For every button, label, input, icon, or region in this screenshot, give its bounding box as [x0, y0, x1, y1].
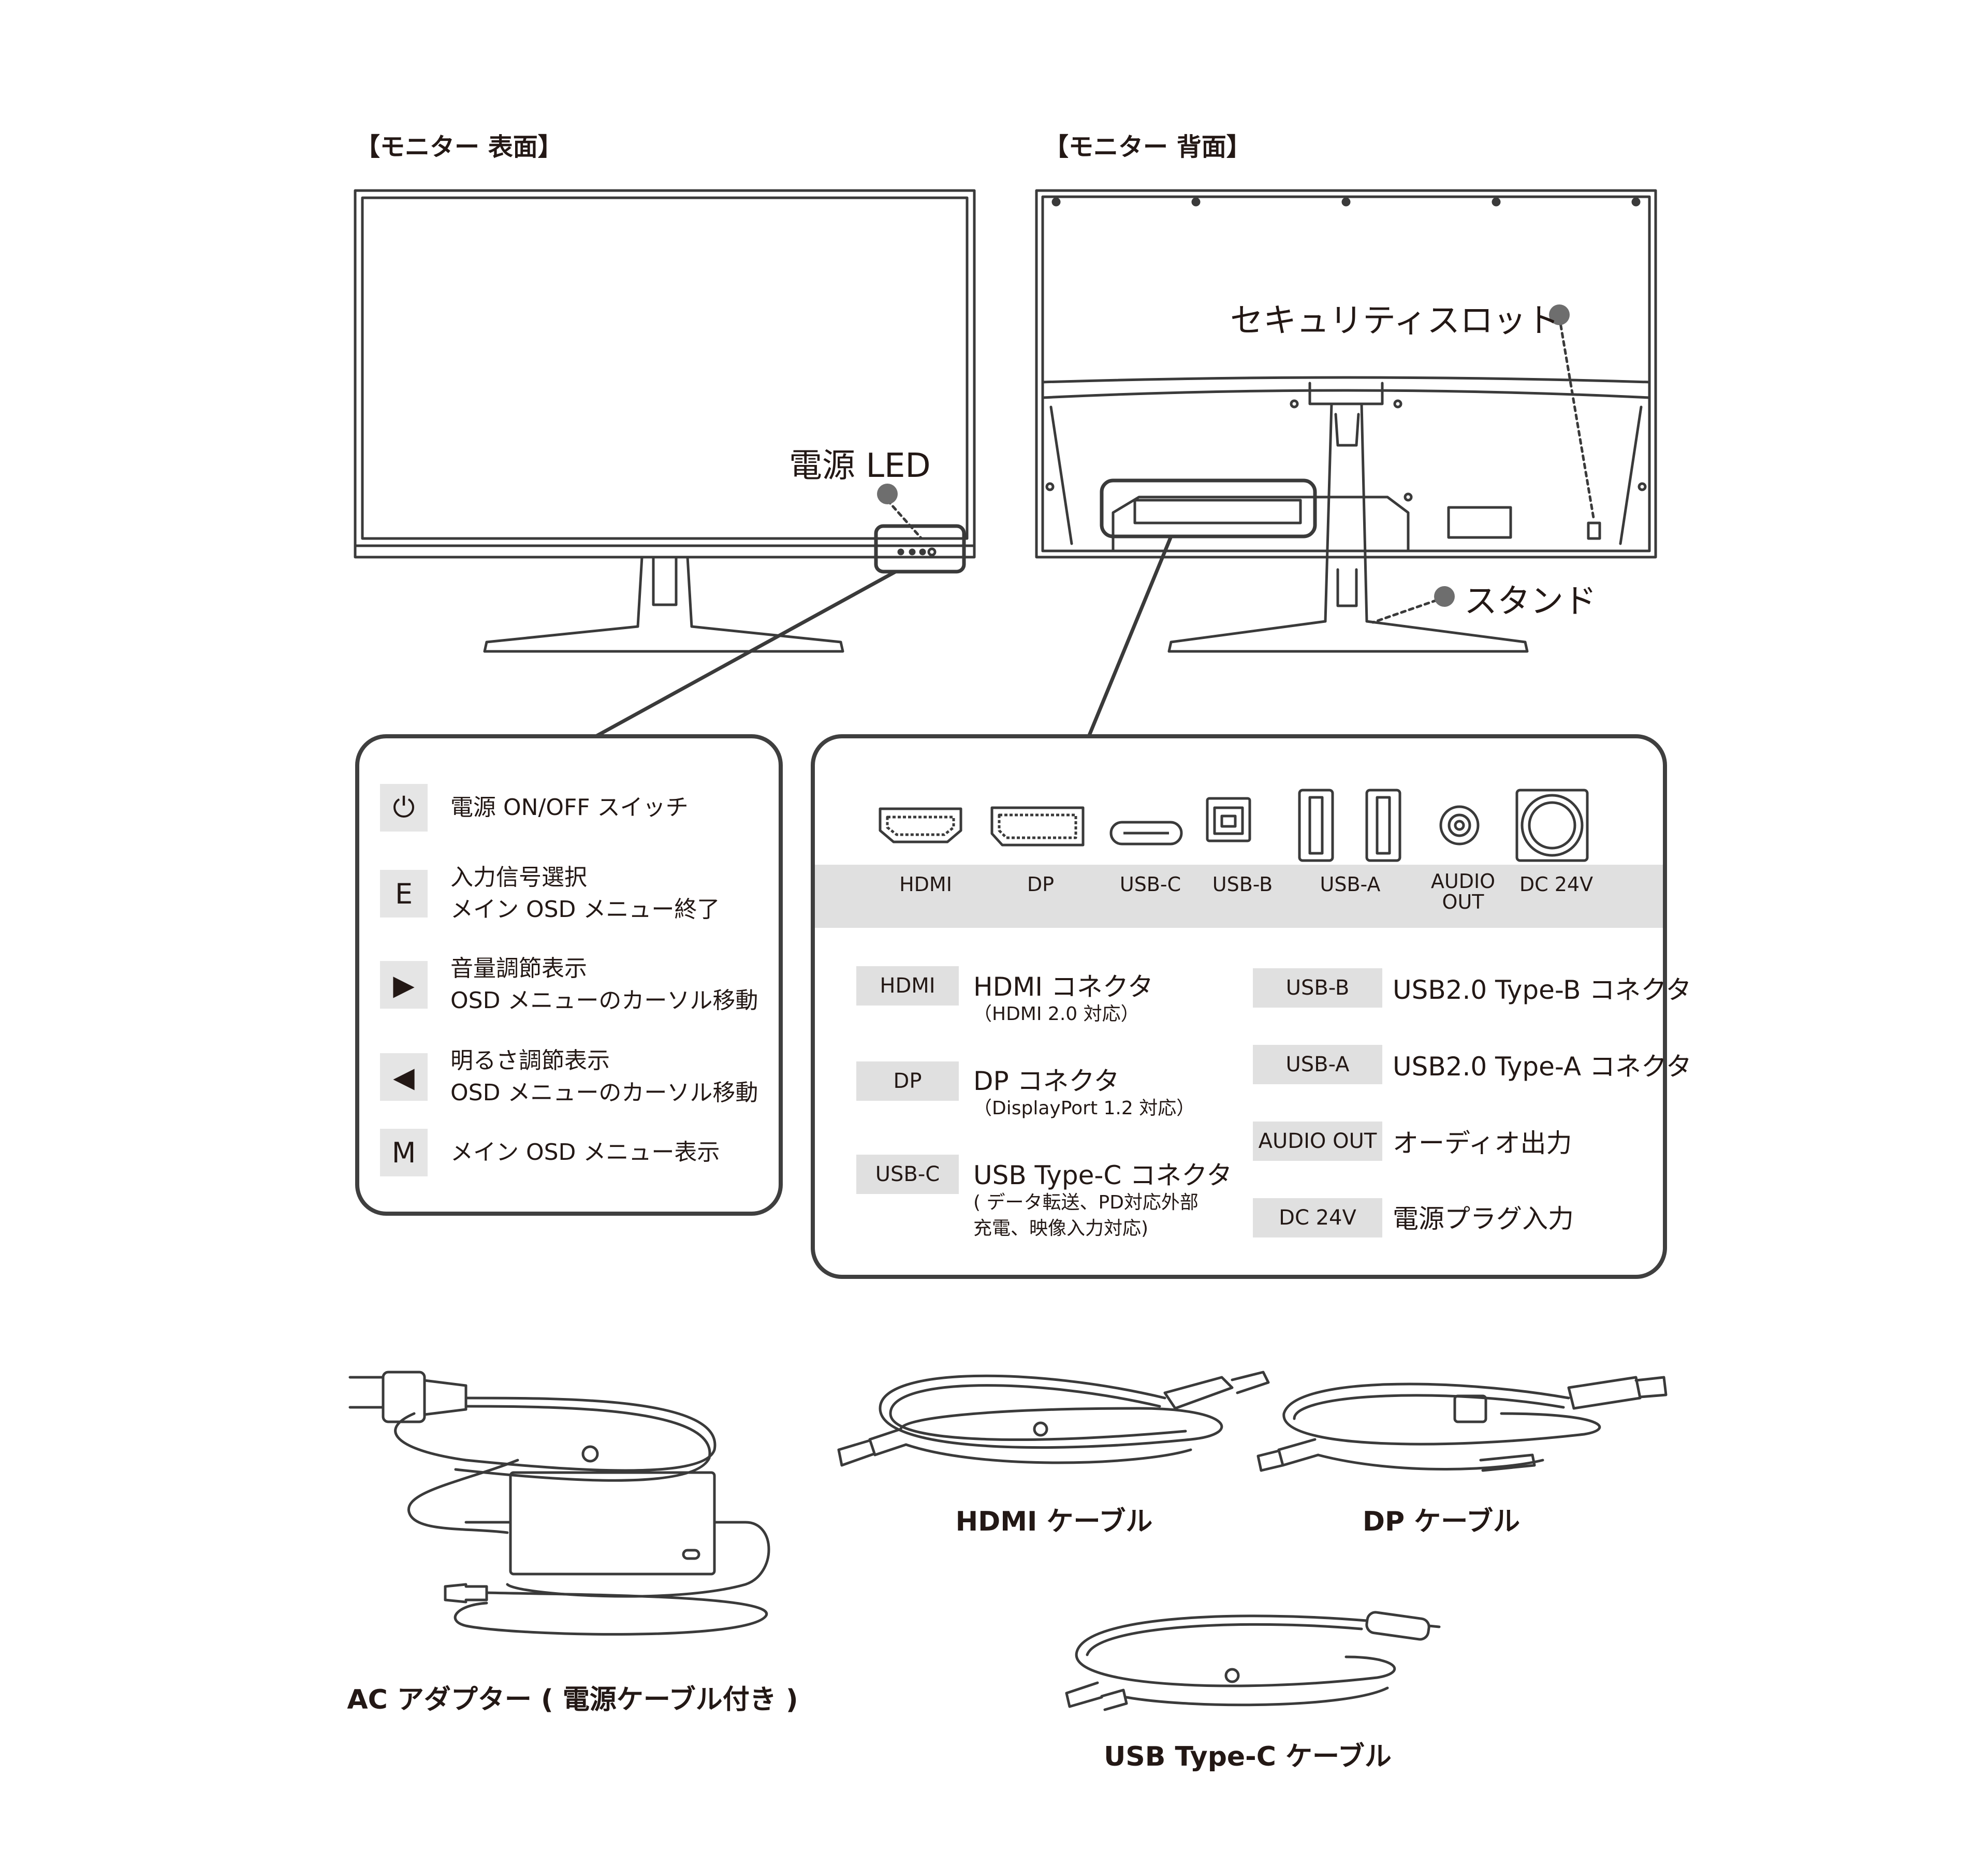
button-row-right: ▶ 音量調節表示 OSD メニューのカーソル移動 [380, 953, 758, 1017]
usb-b-tag: USB-B [1253, 968, 1382, 1008]
usb-a-description: USB2.0 Type-A コネクタ [1393, 1052, 1692, 1082]
usb-b-port-icon: USB-B [1212, 873, 1273, 896]
button-description: 明るさ調節表示 OSD メニューのカーソル移動 [450, 1047, 758, 1106]
security-callout-dot [1549, 304, 1570, 325]
audio-out-tag: AUDIO OUT [1253, 1122, 1382, 1161]
power-icon: ⏻ [380, 784, 428, 832]
button-row-m: M メイン OSD メニュー表示 [380, 1129, 720, 1176]
dp-note: （DisplayPort 1.2 対応） [973, 1098, 1195, 1119]
front-view-heading: 【モニター 表面】 [355, 133, 563, 162]
dc-port-icon: DC 24V [1519, 873, 1594, 896]
dc-24v-description: 電源プラグ入力 [1393, 1204, 1574, 1234]
back-view-heading: 【モニター 背面】 [1044, 133, 1251, 162]
button-row-e: E 入力信号選択 メイン OSD メニュー終了 [380, 862, 720, 926]
button-description: メイン OSD メニュー表示 [450, 1139, 720, 1166]
port-highlight-box [1100, 478, 1317, 538]
usb-b-port-art [1206, 797, 1251, 842]
usb-a-tag: USB-A [1253, 1045, 1382, 1084]
right-arrow-icon: ▶ [380, 961, 428, 1009]
m-key-icon: M [380, 1129, 428, 1176]
ac-adapter-label: AC アダプター ( 電源ケーブル付き ) [347, 1684, 798, 1715]
dp-port-icon: DP [1027, 873, 1055, 896]
port-band [815, 865, 1663, 928]
back-leader-line [1087, 534, 1173, 737]
usb-c-cable-label: USB Type-C ケーブル [1104, 1741, 1392, 1772]
dp-port-art [990, 806, 1085, 847]
usb-c-port-art [1109, 821, 1183, 846]
dc-24v-tag: DC 24V [1253, 1198, 1382, 1237]
audio-out-description: オーディオ出力 [1393, 1128, 1572, 1158]
usb-c-note: ( データ転送、PD対応外部 充電、映像入力対応) [973, 1192, 1198, 1239]
button-description: 入力信号選択 メイン OSD メニュー終了 [450, 864, 720, 923]
button-description: 電源 ON/OFF スイッチ [450, 794, 689, 821]
audio-out-port-icon: AUDIO OUT [1430, 870, 1496, 913]
front-leader-line [588, 570, 898, 741]
power-led-label: 電源 LED [789, 447, 931, 485]
usb-c-port-icon: USB-C [1119, 873, 1181, 896]
hdmi-note: （HDMI 2.0 対応） [973, 1003, 1139, 1025]
usb-c-tag: USB-C [856, 1155, 959, 1194]
hdmi-port-art [879, 807, 962, 843]
ac-adapter-illustration [348, 1371, 770, 1636]
dc-port-art [1515, 789, 1589, 862]
hdmi-cable-illustration [837, 1371, 1270, 1467]
dp-cable-label: DP ケーブル [1362, 1506, 1521, 1537]
hdmi-description: HDMI コネクタ [973, 972, 1153, 1002]
dp-description: DP コネクタ [973, 1066, 1120, 1096]
button-row-power: ⏻ 電源 ON/OFF スイッチ [380, 784, 689, 832]
button-description: 音量調節表示 OSD メニューのカーソル移動 [450, 955, 758, 1014]
dp-tag: DP [856, 1061, 959, 1101]
hdmi-port-icon: HDMI [899, 873, 952, 896]
usb-a-port-icon: USB-A [1320, 873, 1381, 896]
audio-port-art [1439, 805, 1480, 846]
button-row-left: ◀ 明るさ調節表示 OSD メニューのカーソル移動 [380, 1045, 758, 1109]
usb-c-description: USB Type-C コネクタ [973, 1160, 1233, 1190]
left-arrow-icon: ◀ [380, 1053, 428, 1101]
usb-c-cable-illustration [1065, 1611, 1441, 1711]
front-monitor-illustration [354, 189, 976, 653]
port-panel: HDMI DP USB-C USB-B USB-A AUDIO OUT DC 2… [811, 734, 1692, 1279]
e-key-icon: E [380, 870, 428, 918]
stand-callout-dot [1434, 586, 1455, 607]
dp-cable-illustration [1256, 1376, 1668, 1472]
hdmi-tag: HDMI [856, 966, 959, 1006]
usb-a-port-art [1298, 789, 1401, 862]
button-panel: ⏻ 電源 ON/OFF スイッチ E 入力信号選択 メイン OSD メニュー終了… [355, 734, 783, 1216]
security-slot-label: セキュリティスロット [1230, 302, 1560, 340]
usb-b-description: USB2.0 Type-B コネクタ [1393, 975, 1692, 1005]
stand-label: スタンド [1464, 582, 1597, 621]
led-callout-dot [877, 484, 898, 504]
led-highlight-box [874, 524, 966, 574]
back-monitor-illustration [1035, 189, 1657, 653]
hdmi-cable-label: HDMI ケーブル [955, 1506, 1153, 1537]
